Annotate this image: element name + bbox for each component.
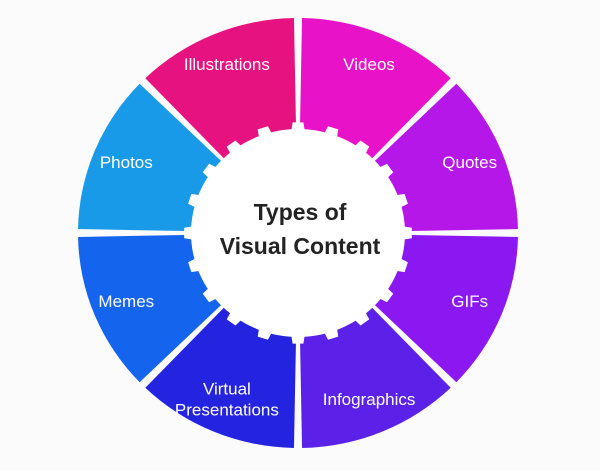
center-title-line-2: Visual Content: [220, 233, 381, 259]
wheel-hub: [184, 122, 412, 344]
wheel-segment-videos[interactable]: [299, 18, 451, 159]
wheel-segment-memes[interactable]: [78, 234, 222, 383]
wheel-segment-quotes[interactable]: [374, 83, 518, 232]
wheel-segments: [78, 18, 518, 448]
wheel-segment-photos[interactable]: [78, 83, 222, 232]
center-hub-circle: [191, 129, 405, 337]
wheel-segment-illustrations[interactable]: [145, 18, 297, 159]
center-title-line-1: Types of: [254, 199, 347, 225]
wheel-segment-gifs[interactable]: [374, 234, 518, 383]
wheel-segment-infographics[interactable]: [299, 307, 451, 448]
wheel-segment-virtual-presentations[interactable]: [145, 307, 297, 448]
